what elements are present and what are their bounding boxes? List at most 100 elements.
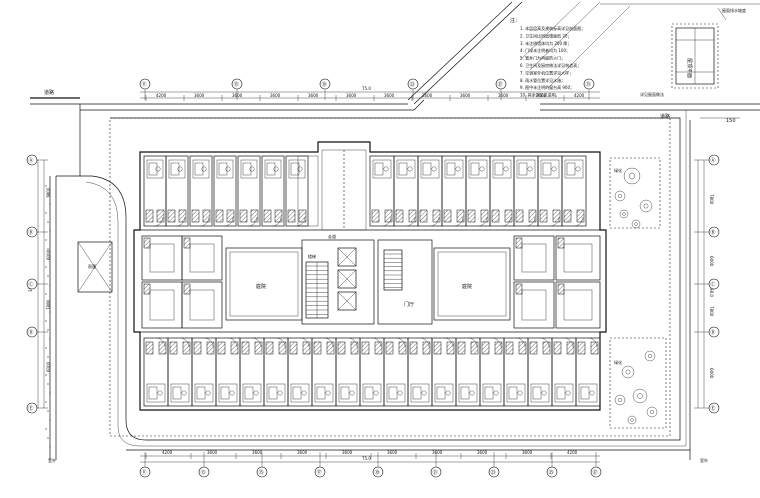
unit bbox=[213, 155, 237, 227]
grid-bubble-left: Ⓓ bbox=[28, 329, 33, 336]
top-unit-row bbox=[143, 155, 587, 227]
grid-bubble-bottom: ⑰ bbox=[317, 469, 322, 476]
side-room bbox=[181, 235, 223, 281]
overall-right: 38.0 bbox=[709, 288, 714, 297]
grid-bubble-top: ㉗ bbox=[498, 81, 503, 88]
side-room bbox=[141, 235, 183, 281]
grid-bubble-bottom: ㉓ bbox=[491, 469, 496, 476]
garden-bottom-label: 绿化 bbox=[614, 359, 622, 365]
side-room bbox=[555, 281, 601, 329]
unit bbox=[237, 155, 261, 227]
tree-icon bbox=[644, 350, 656, 362]
grid-bubble-bottom: ㉗ bbox=[593, 469, 598, 476]
notes-title: 注： bbox=[510, 17, 520, 24]
dim-top: 4200 bbox=[156, 93, 167, 98]
unit bbox=[417, 155, 443, 227]
unit bbox=[189, 155, 213, 227]
grid-bubble-top: ㉛ bbox=[586, 81, 591, 88]
dim-bottom: 4200 bbox=[162, 450, 173, 455]
road-label-right: 道路 bbox=[660, 113, 670, 120]
courtyard-left-label: 庭院 bbox=[256, 283, 266, 290]
grid-bubble-left: Ⓒ bbox=[28, 281, 33, 288]
dim-bottom: 3600 bbox=[477, 450, 488, 455]
unit bbox=[261, 155, 285, 227]
grid-bubble-right: Ⓐ bbox=[710, 157, 715, 164]
grid-bubble-top: ⑲ bbox=[322, 81, 327, 88]
unit bbox=[513, 155, 539, 227]
grid-bubble-right: Ⓒ bbox=[710, 281, 715, 288]
courtyard-right bbox=[433, 247, 511, 321]
unit bbox=[369, 155, 395, 227]
level-mark: 150 bbox=[726, 118, 736, 124]
unit bbox=[575, 337, 601, 407]
landscape: 绿化 绿化 bbox=[609, 157, 667, 429]
stair-right bbox=[383, 249, 403, 291]
corridor-label: 走道 bbox=[328, 233, 336, 239]
overall-bottom: 75.0 bbox=[362, 456, 371, 461]
notes-lines: 1. 本层层高及建筑标高详见剖面图；2. 卫生间比同层楼面低 20；3. 未注明… bbox=[520, 25, 585, 98]
inset-label: 屋顶平面 bbox=[686, 58, 692, 78]
side-room bbox=[555, 235, 601, 281]
dim-bottom: 3600 bbox=[522, 450, 533, 455]
side-room bbox=[141, 281, 183, 329]
dim-left: 6000 bbox=[46, 249, 51, 260]
dim-top: 3600 bbox=[460, 93, 471, 98]
gravel-texture bbox=[45, 185, 51, 448]
dim-right: 6000 bbox=[709, 256, 714, 267]
tree-icon bbox=[632, 388, 648, 404]
grid-bubble-bottom: ⑮ bbox=[259, 469, 264, 476]
unit bbox=[393, 155, 419, 227]
unit bbox=[383, 337, 409, 407]
unit bbox=[537, 155, 563, 227]
overall-top: 75.0 bbox=[362, 86, 371, 91]
tree-icon bbox=[619, 209, 629, 219]
grid-bubble-bottom: ⑲ bbox=[375, 469, 380, 476]
dim-top: 4200 bbox=[574, 93, 585, 98]
unit bbox=[215, 337, 241, 407]
courtyard-right-label: 庭院 bbox=[462, 283, 472, 290]
side-room bbox=[513, 281, 555, 329]
unit bbox=[263, 337, 289, 407]
dim-bottom: 3600 bbox=[342, 450, 353, 455]
grid-bubble-left: Ⓑ bbox=[28, 229, 33, 236]
note-line: 6. 卫生间及厨房做法详见构造表； bbox=[520, 62, 581, 68]
elevator-1 bbox=[337, 247, 357, 267]
grid-bubble-left: Ⓔ bbox=[28, 405, 33, 412]
hall bbox=[377, 239, 433, 325]
unit bbox=[143, 155, 167, 227]
dim-top: 3600 bbox=[346, 93, 357, 98]
side-room bbox=[181, 281, 223, 329]
roof-inset-plan: 屋顶平面 屋面排水坡度 详见屋面做法 bbox=[640, 7, 746, 97]
tree-icon bbox=[623, 167, 641, 185]
dim-top: 3600 bbox=[270, 93, 281, 98]
unit bbox=[561, 155, 587, 227]
stair-label: 楼梯 bbox=[308, 253, 316, 259]
tree-icon bbox=[631, 219, 641, 229]
note-line: 3. 未注明墙体均为 200 厚； bbox=[520, 40, 571, 46]
dim-right: 7800 bbox=[709, 194, 714, 205]
tree-icon bbox=[627, 415, 637, 425]
grid-bubble-top: ⑮ bbox=[234, 81, 239, 88]
tree-icon bbox=[639, 199, 653, 213]
grid-bubble-bottom: ㉕ bbox=[549, 469, 554, 476]
unit bbox=[465, 155, 491, 227]
elevator-2 bbox=[337, 269, 357, 289]
note-line: 10. 其余详见总说明。 bbox=[520, 92, 560, 98]
unit bbox=[359, 337, 385, 407]
note-line: 1. 本层层高及建筑标高详见剖面图； bbox=[520, 25, 585, 31]
unit bbox=[431, 337, 457, 407]
dim-bottom: 3600 bbox=[432, 450, 443, 455]
grid-bubble-right: Ⓔ bbox=[710, 405, 715, 412]
note-line: 7. 空调室外机位置详见大样； bbox=[520, 69, 573, 75]
dim-right: 6000 bbox=[709, 368, 714, 379]
grid-bubble-top: ⑪ bbox=[142, 81, 147, 88]
inset-note-top: 屋面排水坡度 bbox=[722, 7, 746, 13]
canopy-label: 雨篷 bbox=[88, 263, 96, 269]
